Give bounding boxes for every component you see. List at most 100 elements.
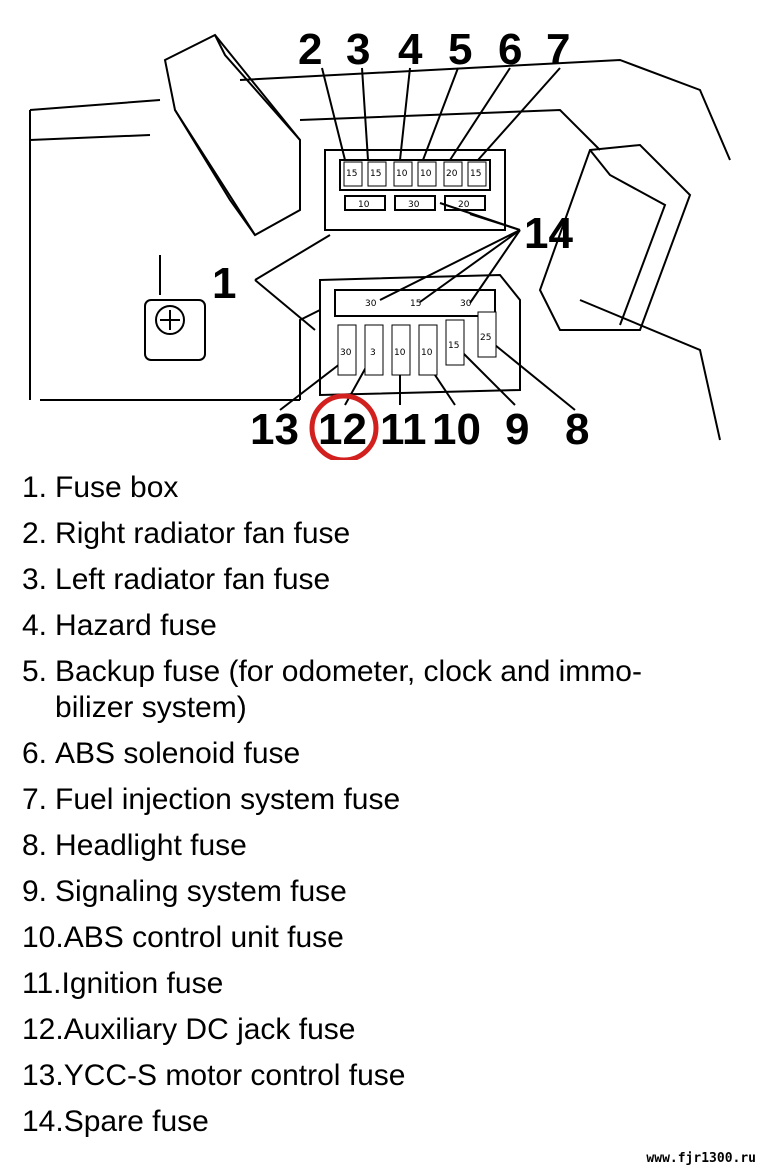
legend-number: 13.: [22, 1059, 64, 1092]
legend-item: 3.Left radiator fan fuse: [22, 562, 742, 598]
legend-number: 4.: [22, 609, 48, 642]
legend-number: 14.: [22, 1105, 64, 1138]
fuse-6: [443, 161, 463, 187]
callout-1: 1: [212, 259, 236, 308]
callout-2: 2: [298, 25, 322, 74]
callout-9: 9: [505, 405, 529, 454]
legend-item: 6.ABS solenoid fuse: [22, 736, 742, 772]
battery-terminal: [144, 255, 206, 361]
lower-fuse-block: [299, 273, 521, 400]
legend-number: 12.: [22, 1013, 64, 1046]
legend-text: Ignition fuse: [61, 967, 224, 1000]
legend-text: Fuel injection system fuse: [55, 783, 401, 816]
callout-4: 4: [398, 25, 423, 74]
legend-text: Spare fuse: [63, 1105, 209, 1138]
highlight-circle: [309, 393, 379, 460]
legend-item: 10.ABS control unit fuse: [22, 920, 742, 956]
fuse-12: [364, 324, 384, 376]
fuse-rating-10: 10: [421, 348, 433, 358]
fuse-rating-13: 30: [340, 348, 352, 358]
legend-number: 8.: [22, 829, 48, 862]
legend-item: 11.Ignition fuse: [22, 966, 742, 1002]
legend-item: 5.Backup fuse (for odometer, clock and i…: [22, 654, 742, 726]
fuse-3: [367, 161, 387, 187]
fuse-8: [477, 311, 497, 358]
spare-rating-c: 20: [458, 200, 470, 210]
legend-number: 1.: [22, 471, 48, 504]
legend-text: Headlight fuse: [55, 829, 247, 862]
legend-text: Signaling system fuse: [55, 875, 347, 908]
callout-8: 8: [565, 405, 589, 454]
legend-text: YCC-S motor control fuse: [63, 1059, 406, 1092]
legend-number: 10.: [22, 921, 64, 954]
spare-rating-a: 10: [358, 200, 370, 210]
legend-item: 7.Fuel injection system fuse: [22, 782, 742, 818]
fuse-rating-12: 3: [370, 348, 376, 358]
legend-number: 3.: [22, 563, 48, 596]
fuse-box-diagram: 15 15 10 10 20 15 10 30 20 30 15 30 30 3…: [29, 25, 731, 460]
spare-rating-b: 30: [408, 200, 420, 210]
callout-6: 6: [498, 25, 522, 74]
spare-rating-e: 15: [410, 299, 421, 309]
bottom-fuse-row: 30 3 10 10 15 25: [337, 311, 497, 376]
watermark: www.fjr1300.ru: [646, 1151, 756, 1166]
spare-rating-f: 30: [460, 299, 472, 309]
legend-text-line-1: Backup fuse (for odometer, clock and imm…: [55, 655, 642, 688]
callout-3: 3: [346, 25, 370, 74]
legend-text: Right radiator fan fuse: [55, 517, 351, 550]
top-fuse-row: 15 15 10 10 20 15: [343, 161, 487, 187]
legend-text: ABS control unit fuse: [63, 921, 344, 954]
legend-item: 9.Signaling system fuse: [22, 874, 742, 910]
legend-text: Fuse box: [55, 471, 179, 504]
fuse-rating-8: 25: [480, 333, 491, 343]
legend-text: ABS solenoid fuse: [55, 737, 301, 770]
legend-text: Auxiliary DC jack fuse: [63, 1013, 356, 1046]
legend-item: 2.Right radiator fan fuse: [22, 516, 742, 552]
fuse-5: [417, 161, 437, 187]
legend-item: 1.Fuse box: [22, 470, 742, 506]
legend-item: 12.Auxiliary DC jack fuse: [22, 1012, 742, 1048]
callout-11: 11: [380, 405, 427, 454]
fuse-11: [391, 324, 411, 376]
fuse-rating-11: 10: [394, 348, 406, 358]
legend-text: Left radiator fan fuse: [55, 563, 331, 596]
fuse-rating-2: 15: [346, 169, 357, 179]
callout-5: 5: [448, 25, 472, 74]
fuse-rating-3: 15: [370, 169, 381, 179]
legend-number: 7.: [22, 783, 48, 816]
legend-number: 6.: [22, 737, 48, 770]
fuse-rating-7: 15: [470, 169, 481, 179]
legend-text-line-2: bilizer system): [55, 691, 247, 724]
fuse-rating-4: 10: [396, 169, 408, 179]
callout-14: 14: [524, 209, 573, 258]
callout-10: 10: [432, 405, 481, 454]
fuse-9: [445, 319, 465, 366]
legend-number: 9.: [22, 875, 48, 908]
top-spare-fuses: 10 30 20: [358, 200, 470, 210]
fuse-10: [418, 324, 438, 376]
upper-fuse-block: [324, 149, 506, 231]
fuse-rating-6: 20: [446, 169, 458, 179]
legend-number: 11.: [22, 967, 62, 1000]
legend-item: 4.Hazard fuse: [22, 608, 742, 644]
fuse-4: [393, 161, 413, 187]
fuse-13: [337, 324, 357, 376]
fuse-rating-9: 15: [448, 341, 459, 351]
legend-text: Hazard fuse: [55, 609, 217, 642]
legend-number: 5.: [22, 655, 48, 688]
callout-7: 7: [546, 25, 570, 74]
bottom-spare-fuses: 30 15 30: [365, 299, 472, 309]
callout-13: 13: [250, 405, 299, 454]
legend-item: 14.Spare fuse: [22, 1104, 742, 1140]
fuse-rating-5: 10: [420, 169, 432, 179]
spare-rating-d: 30: [365, 299, 377, 309]
callout-12: 12: [318, 405, 367, 454]
fuse-legend: 1.Fuse box 2.Right radiator fan fuse 3.L…: [22, 470, 742, 1150]
legend-text: Backup fuse (for odometer, clock and imm…: [55, 654, 742, 726]
fuse-7: [467, 161, 487, 187]
legend-number: 2.: [22, 517, 48, 550]
left-cover: [163, 33, 301, 237]
legend-item: 13.YCC-S motor control fuse: [22, 1058, 742, 1094]
legend-item: 8.Headlight fuse: [22, 828, 742, 864]
right-cover: [538, 143, 692, 331]
